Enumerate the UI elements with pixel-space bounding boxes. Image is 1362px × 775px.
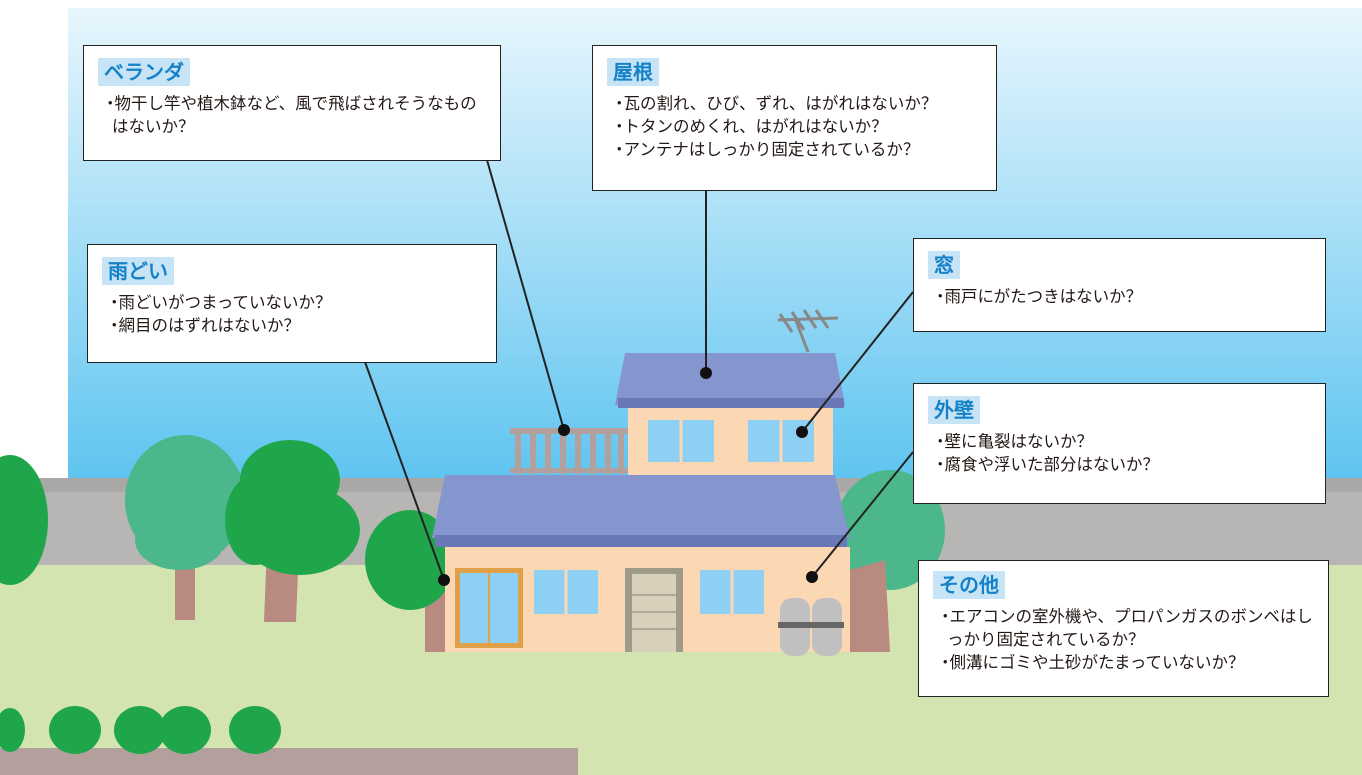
callout-roof-list: 瓦の割れ、ひび、ずれ、はがれはないか？ トタンのめくれ、はがれはないか？ アンテ…: [607, 92, 982, 161]
tree-teal-left: [125, 435, 245, 620]
callout-roof-item: アンテナはしっかり固定されているか？: [607, 138, 982, 161]
callout-window-list: 雨戸にがたつきはないか？: [928, 285, 1311, 308]
callout-gutter-item: 網目のはずれはないか？: [102, 314, 482, 337]
callout-gutter: 雨どい 雨どいがつまっていないか？ 網目のはずれはないか？: [87, 244, 497, 363]
callout-other-list: エアコンの室外機や、プロパンガスのボンベはしっかり固定されているか？ 側溝にゴミ…: [933, 605, 1314, 674]
road: [0, 748, 578, 775]
callout-other-item: エアコンの室外機や、プロパンガスのボンベはしっかり固定されているか？: [933, 605, 1314, 651]
callout-gutter-title: 雨どい: [102, 257, 174, 285]
tree-house-left: [365, 510, 455, 652]
callout-roof: 屋根 瓦の割れ、ひび、ずれ、はがれはないか？ トタンのめくれ、はがれはないか？ …: [592, 45, 997, 191]
hedge-bushes: [0, 706, 281, 754]
propane-cylinders: [778, 598, 844, 656]
callout-wall-item: 壁に亀裂はないか？: [928, 430, 1311, 453]
callout-veranda-title: ベランダ: [98, 58, 190, 86]
callout-other-title: その他: [933, 571, 1005, 599]
upper-roof: [615, 353, 845, 405]
tv-antenna: [777, 309, 839, 353]
callout-wall: 外壁 壁に亀裂はないか？ 腐食や浮いた部分はないか？: [913, 383, 1326, 504]
callout-wall-list: 壁に亀裂はないか？ 腐食や浮いた部分はないか？: [928, 430, 1311, 476]
callout-other: その他 エアコンの室外機や、プロパンガスのボンベはしっかり固定されているか？ 側…: [918, 560, 1329, 697]
tree-left-edge: [0, 455, 48, 585]
callout-veranda-list: 物干し竿や植木鉢など、風で飛ばされそうなものはないか？: [98, 92, 486, 138]
callout-other-item: 側溝にゴミや土砂がたまっていないか？: [933, 651, 1314, 674]
callout-wall-title: 外壁: [928, 396, 980, 424]
callout-window-title: 窓: [928, 251, 960, 279]
callout-veranda: ベランダ 物干し竿や植木鉢など、風で飛ばされそうなものはないか？: [83, 45, 501, 161]
callout-window-item: 雨戸にがたつきはないか？: [928, 285, 1311, 308]
leader-lines: [364, 159, 914, 581]
callout-wall-item: 腐食や浮いた部分はないか？: [928, 453, 1311, 476]
leader-dots: [438, 367, 818, 586]
tree-green-left: [225, 440, 360, 622]
callout-gutter-item: 雨どいがつまっていないか？: [102, 291, 482, 314]
callout-gutter-list: 雨どいがつまっていないか？ 網目のはずれはないか？: [102, 291, 482, 337]
callout-veranda-item: 物干し竿や植木鉢など、風で飛ばされそうなものはないか？: [98, 92, 486, 138]
callout-roof-item: トタンのめくれ、はがれはないか？: [607, 115, 982, 138]
callout-roof-item: 瓦の割れ、ひび、ずれ、はがれはないか？: [607, 92, 982, 115]
callout-roof-title: 屋根: [607, 58, 659, 86]
lower-roof: [432, 475, 850, 538]
callout-window: 窓 雨戸にがたつきはないか？: [913, 238, 1326, 332]
